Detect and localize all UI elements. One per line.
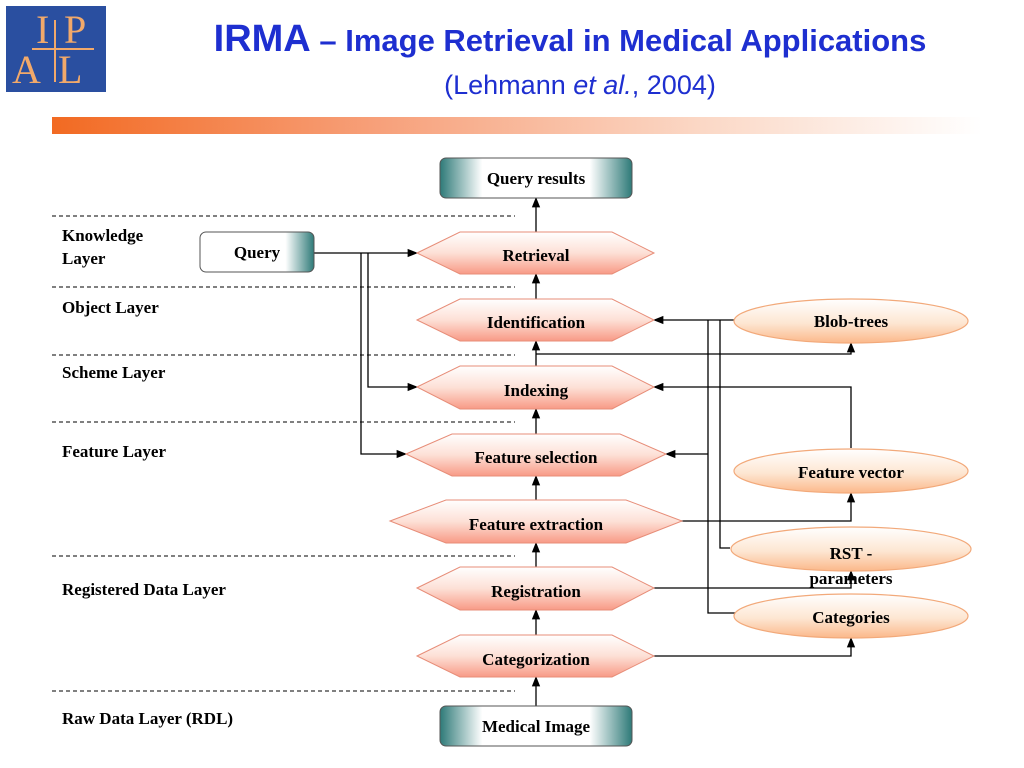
node-medical-image: Medical Image — [439, 705, 633, 747]
logo-letter-l: L — [58, 47, 83, 92]
logo-letter-a: A — [12, 47, 41, 92]
layer-label-feature: Feature Layer — [62, 442, 166, 461]
node-identification: Identification — [415, 298, 656, 342]
arrow-featurevector-to-indexing — [652, 382, 852, 448]
arrow-identification-to-blobtrees — [536, 341, 856, 355]
arrow-query-to-selection — [360, 253, 408, 459]
node-query-results: Query results — [439, 157, 633, 199]
node-feature-selection-label: Feature selection — [475, 448, 598, 467]
logo-divider-vertical — [54, 20, 56, 82]
node-rst-label-1: RST - — [830, 544, 873, 563]
connectors — [314, 196, 856, 706]
arrow-extraction-to-featurevector — [680, 491, 856, 522]
citation-open: (Lehmann — [444, 70, 574, 100]
node-categories-label: Categories — [812, 608, 890, 627]
logo-letter-p: P — [64, 7, 87, 52]
node-registration-label: Registration — [491, 582, 581, 601]
slide-subtitle: (Lehmann et al., 2004) — [300, 70, 860, 101]
node-identification-label: Identification — [487, 313, 586, 332]
layer-label-object: Object Layer — [62, 298, 159, 317]
logo-letter-i: I — [36, 7, 50, 52]
node-medical-image-label: Medical Image — [482, 717, 591, 736]
arrow-query-to-indexing — [367, 253, 419, 392]
logo-divider-horizontal — [32, 48, 94, 50]
node-categorization: Categorization — [415, 634, 656, 678]
node-feature-vector: Feature vector — [733, 448, 969, 494]
node-categorization-label: Categorization — [482, 650, 590, 669]
node-retrieval-label: Retrieval — [502, 246, 569, 265]
layer-separators — [52, 215, 515, 692]
citation-etal: et al. — [573, 70, 632, 100]
node-feature-extraction-label: Feature extraction — [469, 515, 604, 534]
slide-title: IRMA – Image Retrieval in Medical Applic… — [120, 18, 1020, 61]
node-feature-extraction: Feature extraction — [388, 499, 684, 544]
arrow-categorization-to-categories — [654, 636, 856, 657]
node-feature-vector-label: Feature vector — [798, 463, 904, 482]
node-query-results-label: Query results — [487, 169, 586, 188]
node-indexing: Indexing — [415, 365, 656, 410]
node-blob-trees: Blob-trees — [733, 298, 969, 344]
node-registration: Registration — [415, 566, 656, 611]
arrow-registration-to-rst — [654, 569, 856, 589]
node-blob-trees-label: Blob-trees — [814, 312, 889, 331]
layer-label-scheme: Scheme Layer — [62, 363, 166, 382]
title-rest: – Image Retrieval in Medical Application… — [310, 23, 927, 58]
node-rst-label-2: parameters — [809, 569, 892, 588]
logo: I P A L — [6, 6, 106, 92]
node-feature-selection: Feature selection — [404, 433, 668, 477]
node-indexing-label: Indexing — [504, 381, 569, 400]
node-rst-parameters: RST - parameters — [730, 526, 972, 588]
citation-close: , 2004) — [631, 70, 716, 100]
title-main: IRMA — [213, 18, 311, 60]
gradient-divider-bar — [52, 117, 982, 134]
line-bus-identification-categories — [707, 320, 736, 614]
node-query: Query — [199, 231, 315, 273]
layer-label-raw: Raw Data Layer (RDL) — [62, 709, 233, 728]
node-retrieval: Retrieval — [415, 231, 656, 275]
layer-label-knowledge-2: Layer — [62, 249, 106, 268]
layer-label-registered: Registered Data Layer — [62, 580, 226, 599]
line-bus-identification-rst — [719, 320, 730, 549]
node-query-label: Query — [234, 243, 281, 262]
layer-label-knowledge-1: Knowledge — [62, 226, 144, 245]
node-categories: Categories — [733, 593, 969, 639]
